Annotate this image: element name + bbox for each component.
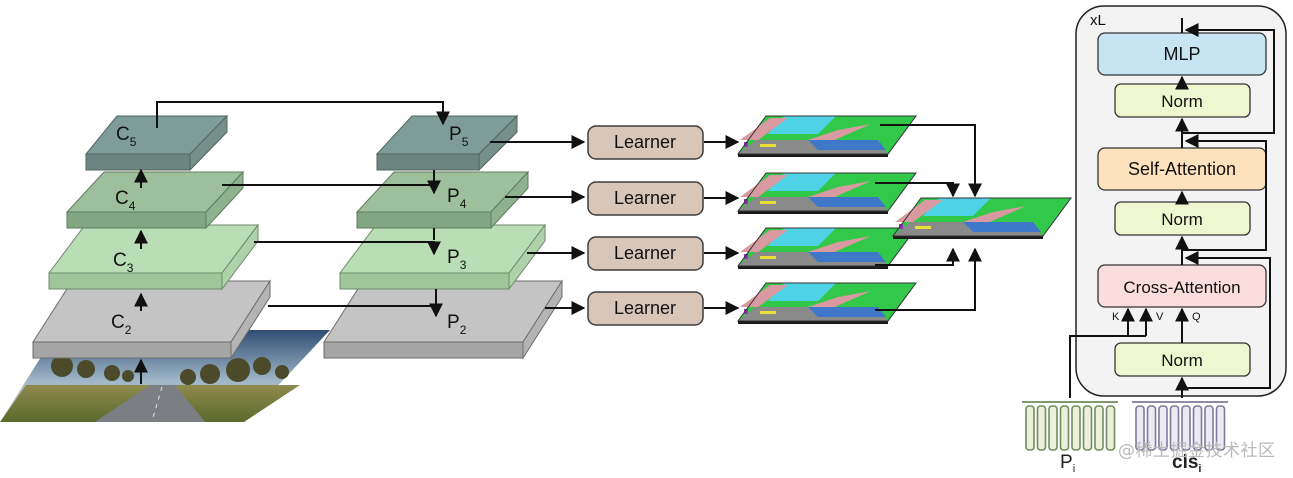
p-token: [1025, 405, 1035, 451]
p2-label: P2: [447, 312, 467, 337]
top-down-arrows: [433, 170, 437, 304]
p2-layer: [323, 279, 563, 360]
lateral-connections: [156, 101, 450, 318]
c3-layer: [48, 223, 259, 291]
segmentation-map: [737, 227, 917, 269]
p3-layer: [339, 223, 546, 291]
p-token: [1071, 405, 1081, 451]
c2-layer: [32, 279, 271, 360]
p-token: [1082, 405, 1093, 451]
learner-box: Learner: [587, 181, 704, 216]
repeat-label: xL: [1090, 12, 1106, 29]
segmentation-map: [737, 115, 917, 157]
learner-label: Learner: [614, 188, 676, 208]
cls-token: [1158, 405, 1168, 451]
cls-token: [1181, 405, 1191, 451]
learner-label: Learner: [614, 243, 676, 263]
self-attention-label: Self-Attention: [1128, 159, 1236, 179]
p3-label: P3: [447, 247, 467, 272]
c3-label: C3: [113, 250, 134, 275]
p-token: [1048, 405, 1058, 451]
mlp-label: MLP: [1163, 44, 1200, 64]
key-label: K: [1112, 311, 1120, 323]
c4-layer: [65, 170, 245, 230]
cls-token: [1146, 405, 1157, 451]
p-tokens-label: Pi: [1060, 452, 1075, 473]
watermark: @稀土掘金技术社区: [1118, 441, 1276, 461]
c4-label: C4: [115, 188, 136, 213]
p-tokens: [1022, 401, 1118, 451]
cross-attention-label: Cross-Attention: [1123, 278, 1240, 297]
p-token: [1059, 405, 1070, 451]
p-token: [1094, 405, 1104, 451]
c5-layer: [84, 114, 229, 172]
p-to-learner-arrows: [490, 135, 586, 315]
learner-box: Learner: [587, 236, 704, 271]
cls-tokens-label: clsi: [1172, 452, 1201, 473]
c5-label: C5: [116, 124, 137, 149]
cls-tokens: [1132, 401, 1228, 451]
norm-label: Norm: [1161, 92, 1203, 111]
cls-token: [1192, 405, 1203, 451]
segmentation-map: [737, 282, 917, 324]
norm-label: Norm: [1161, 210, 1203, 229]
p4-label: P4: [447, 186, 467, 211]
fusion-arrows: [875, 124, 982, 311]
learner-label: Learner: [614, 298, 676, 318]
cls-token: [1215, 405, 1226, 451]
cls-token: [1169, 405, 1180, 451]
cls-token: [1135, 405, 1145, 451]
p4-layer: [355, 170, 530, 230]
learner-label: Learner: [614, 132, 676, 152]
query-label: Q: [1192, 311, 1201, 323]
p5-label: P5: [449, 124, 469, 149]
learner-to-map-arrows: [704, 135, 740, 315]
c2-label: C2: [111, 312, 132, 337]
segmentation-maps: [737, 115, 1072, 324]
fused-segmentation-map: [892, 197, 1072, 239]
p-token: [1036, 405, 1047, 451]
norm-label: Norm: [1161, 351, 1203, 370]
segmentation-map: [737, 172, 917, 214]
cls-token: [1204, 405, 1214, 451]
p-token: [1105, 405, 1116, 451]
learner-box: Learner: [587, 291, 704, 326]
value-label: V: [1156, 311, 1164, 323]
block-flow-arrows: [1069, 18, 1275, 398]
learner-box: Learner: [587, 125, 704, 160]
